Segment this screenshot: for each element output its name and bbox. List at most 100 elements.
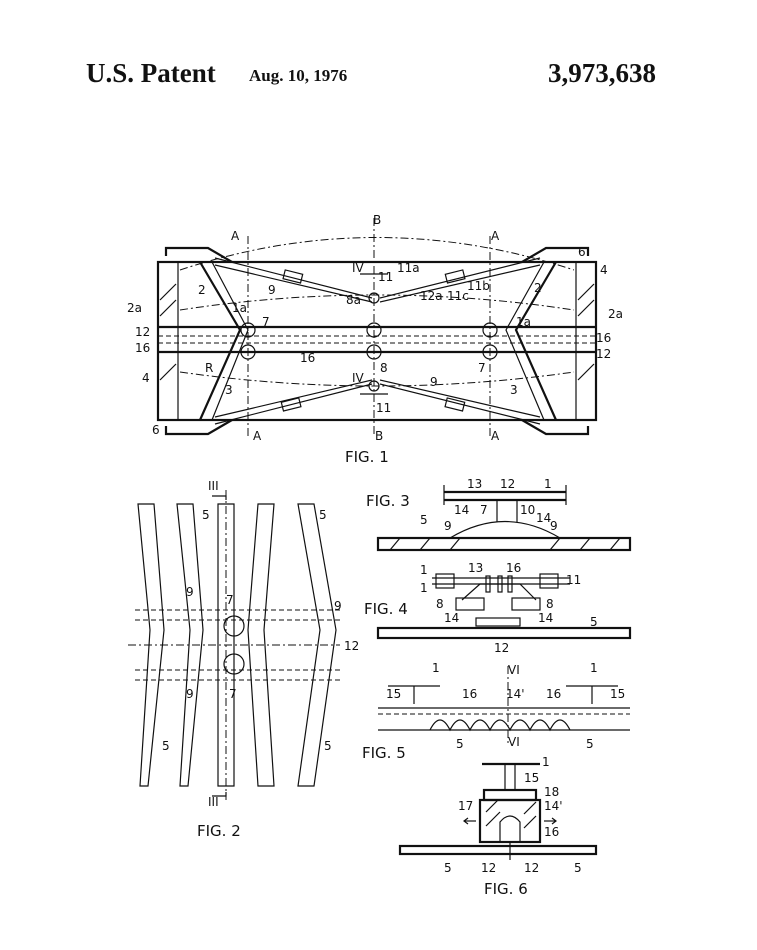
fig4-label: 1 — [420, 563, 428, 577]
fig6-label: 14' — [544, 799, 563, 813]
fig1-label: 16 — [300, 351, 315, 365]
fig4-label: 11 — [566, 573, 581, 587]
fig1-label: 8a — [346, 293, 361, 307]
patent-date: Aug. 10, 1976 — [249, 66, 348, 85]
fig1-label: 11b — [467, 279, 490, 293]
fig2-label: 5 — [162, 739, 170, 753]
fig4-label: 8 — [546, 597, 554, 611]
fig2-label: 7 — [226, 593, 234, 607]
fig3-label: 12 — [500, 477, 515, 491]
fig1-label: 12 — [596, 347, 611, 361]
fig2-label: 5 — [202, 508, 210, 522]
fig2-caption: FIG. 2 — [197, 822, 241, 840]
fig5-label: 15 — [386, 687, 401, 701]
fig1-section-iv-bottom: IV — [352, 371, 365, 385]
fig1-label: 8 — [380, 361, 388, 375]
fig1-drawing — [156, 218, 598, 436]
fig5-label: 16 — [462, 687, 477, 701]
fig1-label: 7 — [262, 315, 270, 329]
fig3-label: 1 — [544, 477, 552, 491]
fig1-section-b-top: B — [373, 213, 381, 227]
fig2-drawing — [128, 490, 340, 800]
fig1-section-a-tr: A — [491, 229, 500, 243]
fig1-label: 2 — [534, 281, 542, 295]
fig6-label: 15 — [524, 771, 539, 785]
fig3-label: 10 — [520, 503, 535, 517]
fig1-label: 2 — [198, 283, 206, 297]
fig1-label: 9 — [268, 283, 276, 297]
fig3-label: 9 — [550, 519, 558, 533]
fig6-label: 12 — [481, 861, 496, 875]
fig6-label: 5 — [444, 861, 452, 875]
fig1-label: 1a — [232, 301, 247, 315]
fig1-section-b-bottom: B — [375, 429, 383, 443]
fig5-label: 1 — [432, 661, 440, 675]
fig1-label: 16 — [135, 341, 150, 355]
fig2-label: 5 — [324, 739, 332, 753]
fig1-label: 4 — [142, 371, 150, 385]
fig2-label: 9 — [186, 687, 194, 701]
fig6-drawing — [398, 762, 598, 860]
fig2-label: 12 — [344, 639, 359, 653]
fig6-label: 18 — [544, 785, 559, 799]
patent-number: 3,973,638 — [548, 58, 656, 88]
fig6-label: 17 — [458, 799, 473, 813]
fig3-drawing — [376, 485, 632, 552]
fig5-label: 5 — [456, 737, 464, 751]
fig4-label: 13 — [468, 561, 483, 575]
fig1-caption: FIG. 1 — [345, 448, 389, 466]
fig1-label: 11 — [376, 401, 391, 415]
patent-title: U.S. Patent — [86, 58, 216, 88]
fig1-label: 12 — [135, 325, 150, 339]
fig5-caption: FIG. 5 — [362, 744, 406, 762]
fig1-label: 1a — [516, 315, 531, 329]
fig5-label: 14' — [506, 687, 525, 701]
fig1-section-iv-top: IV — [352, 261, 365, 275]
fig5-label: 16 — [546, 687, 561, 701]
fig1-label: 7 — [478, 361, 486, 375]
fig4-label: 8 — [436, 597, 444, 611]
fig1-label: 3 — [510, 383, 518, 397]
fig1-label: R — [205, 361, 213, 375]
fig6-label: 12 — [524, 861, 539, 875]
fig4-label: 14 — [538, 611, 553, 625]
fig3-label: 14 — [454, 503, 469, 517]
fig3-label: 9 — [444, 519, 452, 533]
fig4-label: 12 — [494, 641, 509, 655]
fig1-label: 16 — [596, 331, 611, 345]
fig6-label: 5 — [574, 861, 582, 875]
fig1-label: 6 — [578, 245, 586, 259]
fig3-label: 7 — [480, 503, 488, 517]
fig5-label: 5 — [586, 737, 594, 751]
fig1-label: 11a — [397, 261, 420, 275]
fig4-label: 1 — [420, 581, 428, 595]
fig2-label: 9 — [334, 599, 342, 613]
fig2-section-bottom: III — [208, 795, 219, 809]
fig3-label: 14 — [536, 511, 551, 525]
fig2-label: 7 — [229, 687, 237, 701]
fig3-caption: FIG. 3 — [366, 492, 410, 510]
fig5-label: 1 — [590, 661, 598, 675]
fig5-section-top: VI — [508, 663, 520, 677]
fig2-section-top: III — [208, 479, 219, 493]
fig1-label: 3 — [225, 383, 233, 397]
fig5-section-bottom: VI — [508, 735, 520, 749]
fig4-label: 14 — [444, 611, 459, 625]
fig4-label: 5 — [590, 615, 598, 629]
fig4-drawing — [376, 573, 632, 640]
fig1-label: 11c — [447, 289, 469, 303]
fig4-label: 16 — [506, 561, 521, 575]
fig6-caption: FIG. 6 — [484, 880, 528, 898]
fig1-label: 2a — [127, 301, 142, 315]
fig3-label: 13 — [467, 477, 482, 491]
fig1-section-a-br: A — [491, 429, 500, 443]
fig1-label: 11 — [378, 270, 393, 284]
fig4-caption: FIG. 4 — [364, 600, 408, 618]
fig1-section-a-tl: A — [231, 229, 240, 243]
fig5-drawing — [378, 666, 630, 744]
fig1-label: 4 — [600, 263, 608, 277]
fig3-label: 5 — [420, 513, 428, 527]
fig6-label: 16 — [544, 825, 559, 839]
fig1-label: 2a — [608, 307, 623, 321]
